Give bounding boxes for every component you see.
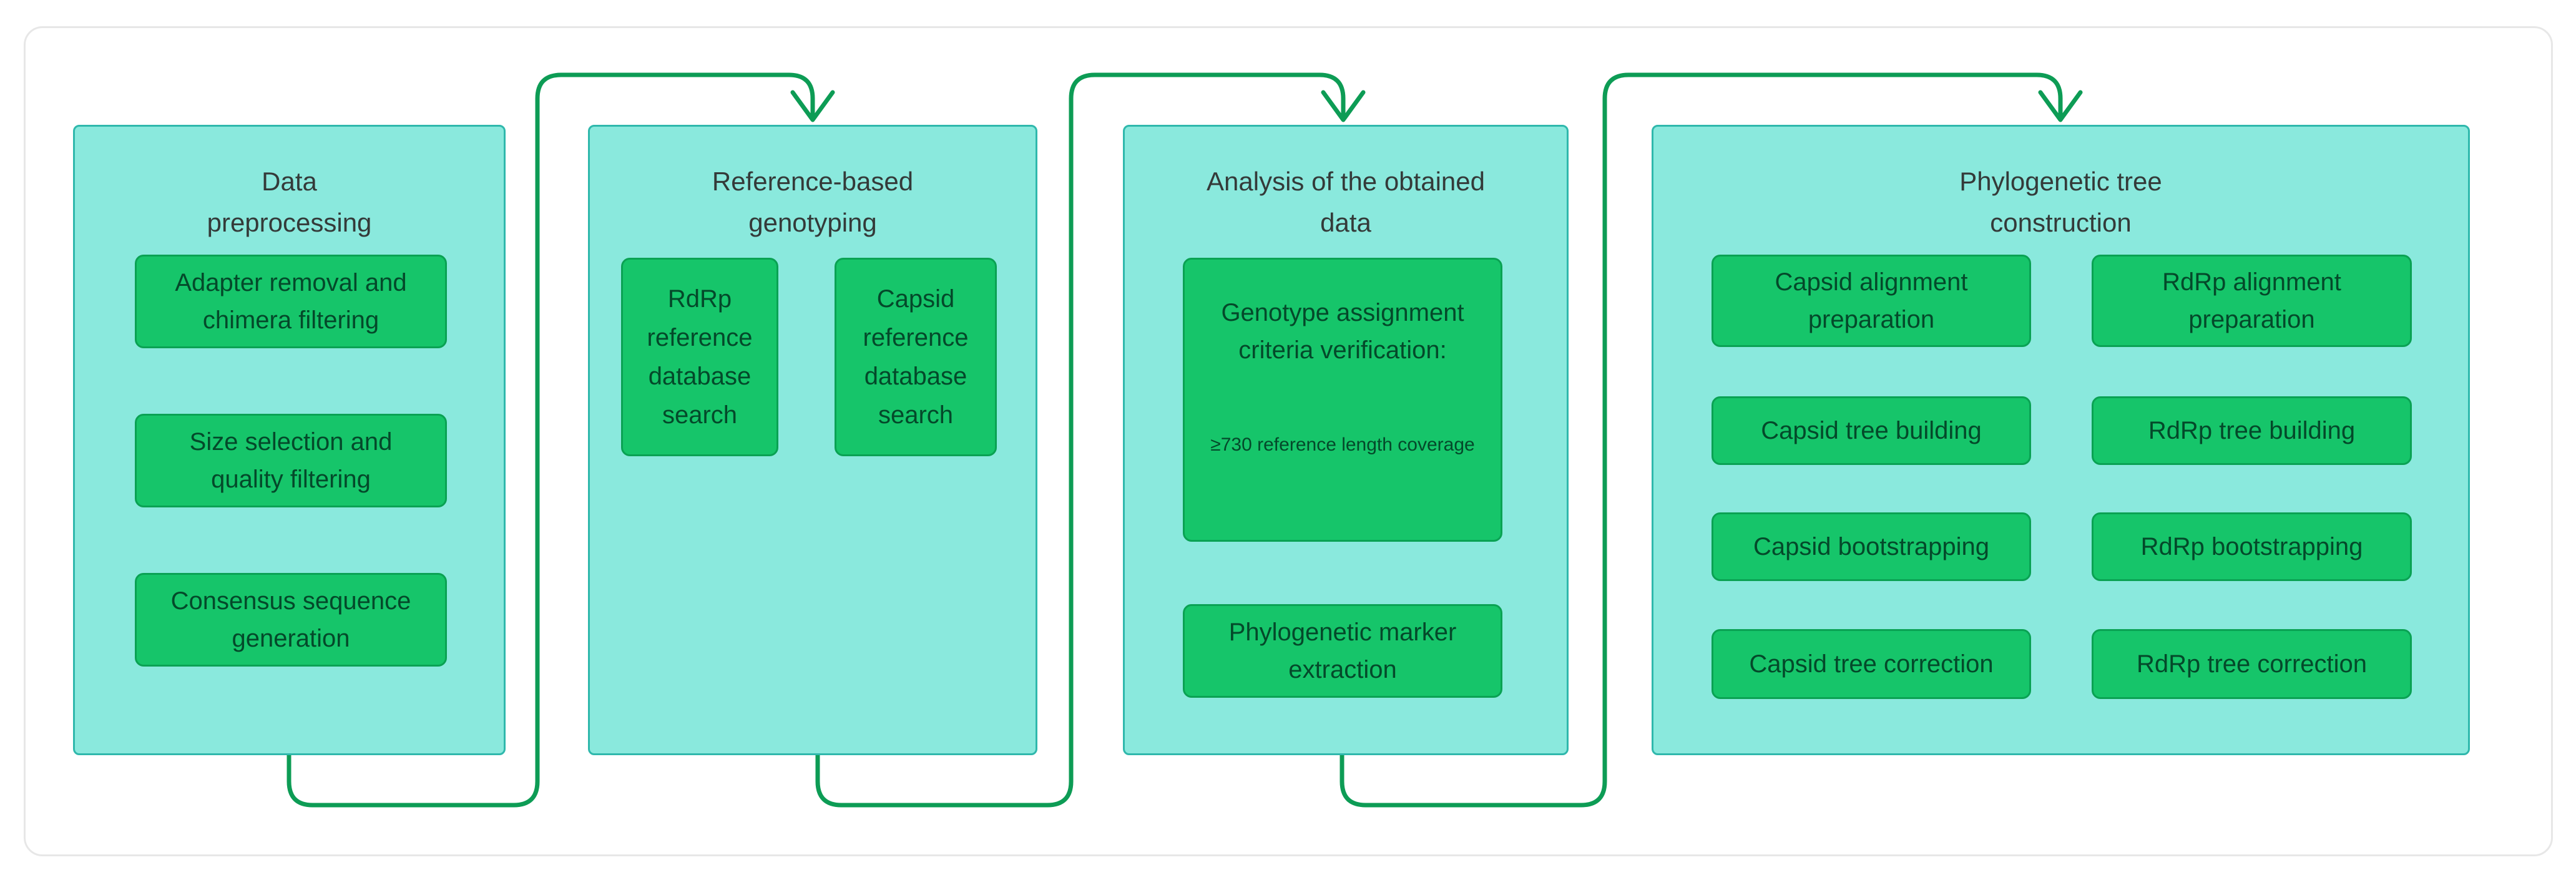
box-rdrp-database-search: RdRp reference database search xyxy=(621,258,778,456)
genotype-criteria-label: Genotype assignment criteria verificatio… xyxy=(1221,299,1464,364)
panel-tree-construction: Phylogenetic tree construction Capsid al… xyxy=(1652,125,2470,755)
box-capsid-tree-building: Capsid tree building xyxy=(1712,396,2031,465)
genotype-criteria-note: ≥730 reference length coverage xyxy=(1210,434,1475,455)
box-size-selection: Size selection and quality filtering xyxy=(135,414,447,507)
panel-title: Analysis of the obtained data xyxy=(1207,167,1485,237)
panel-data-preprocessing: Data preprocessing Adapter removal and c… xyxy=(73,125,506,755)
box-rdrp-alignment-preparation: RdRp alignment preparation xyxy=(2092,255,2412,347)
box-capsid-bootstrapping: Capsid bootstrapping xyxy=(1712,512,2031,581)
box-capsid-tree-correction: Capsid tree correction xyxy=(1712,629,2031,699)
panel-title: Phylogenetic tree construction xyxy=(1959,167,2162,237)
panel-title: Reference-based genotyping xyxy=(712,167,914,237)
box-genotype-criteria: Genotype assignment criteria verificatio… xyxy=(1183,258,1502,542)
box-capsid-alignment-preparation: Capsid alignment preparation xyxy=(1712,255,2031,347)
box-adapter-removal: Adapter removal and chimera filtering xyxy=(135,255,447,348)
box-consensus-generation: Consensus sequence generation xyxy=(135,573,447,667)
panel-reference-based-genotyping: Reference-based genotyping RdRp referenc… xyxy=(588,125,1037,755)
panel-title: Data preprocessing xyxy=(207,167,372,237)
box-rdrp-bootstrapping: RdRp bootstrapping xyxy=(2092,512,2412,581)
box-rdrp-tree-correction: RdRp tree correction xyxy=(2092,629,2412,699)
box-marker-extraction: Phylogenetic marker extraction xyxy=(1183,604,1502,698)
panel-analysis-obtained-data: Analysis of the obtained data Genotype a… xyxy=(1123,125,1569,755)
box-rdrp-tree-building: RdRp tree building xyxy=(2092,396,2412,465)
box-capsid-database-search: Capsid reference database search xyxy=(835,258,997,456)
